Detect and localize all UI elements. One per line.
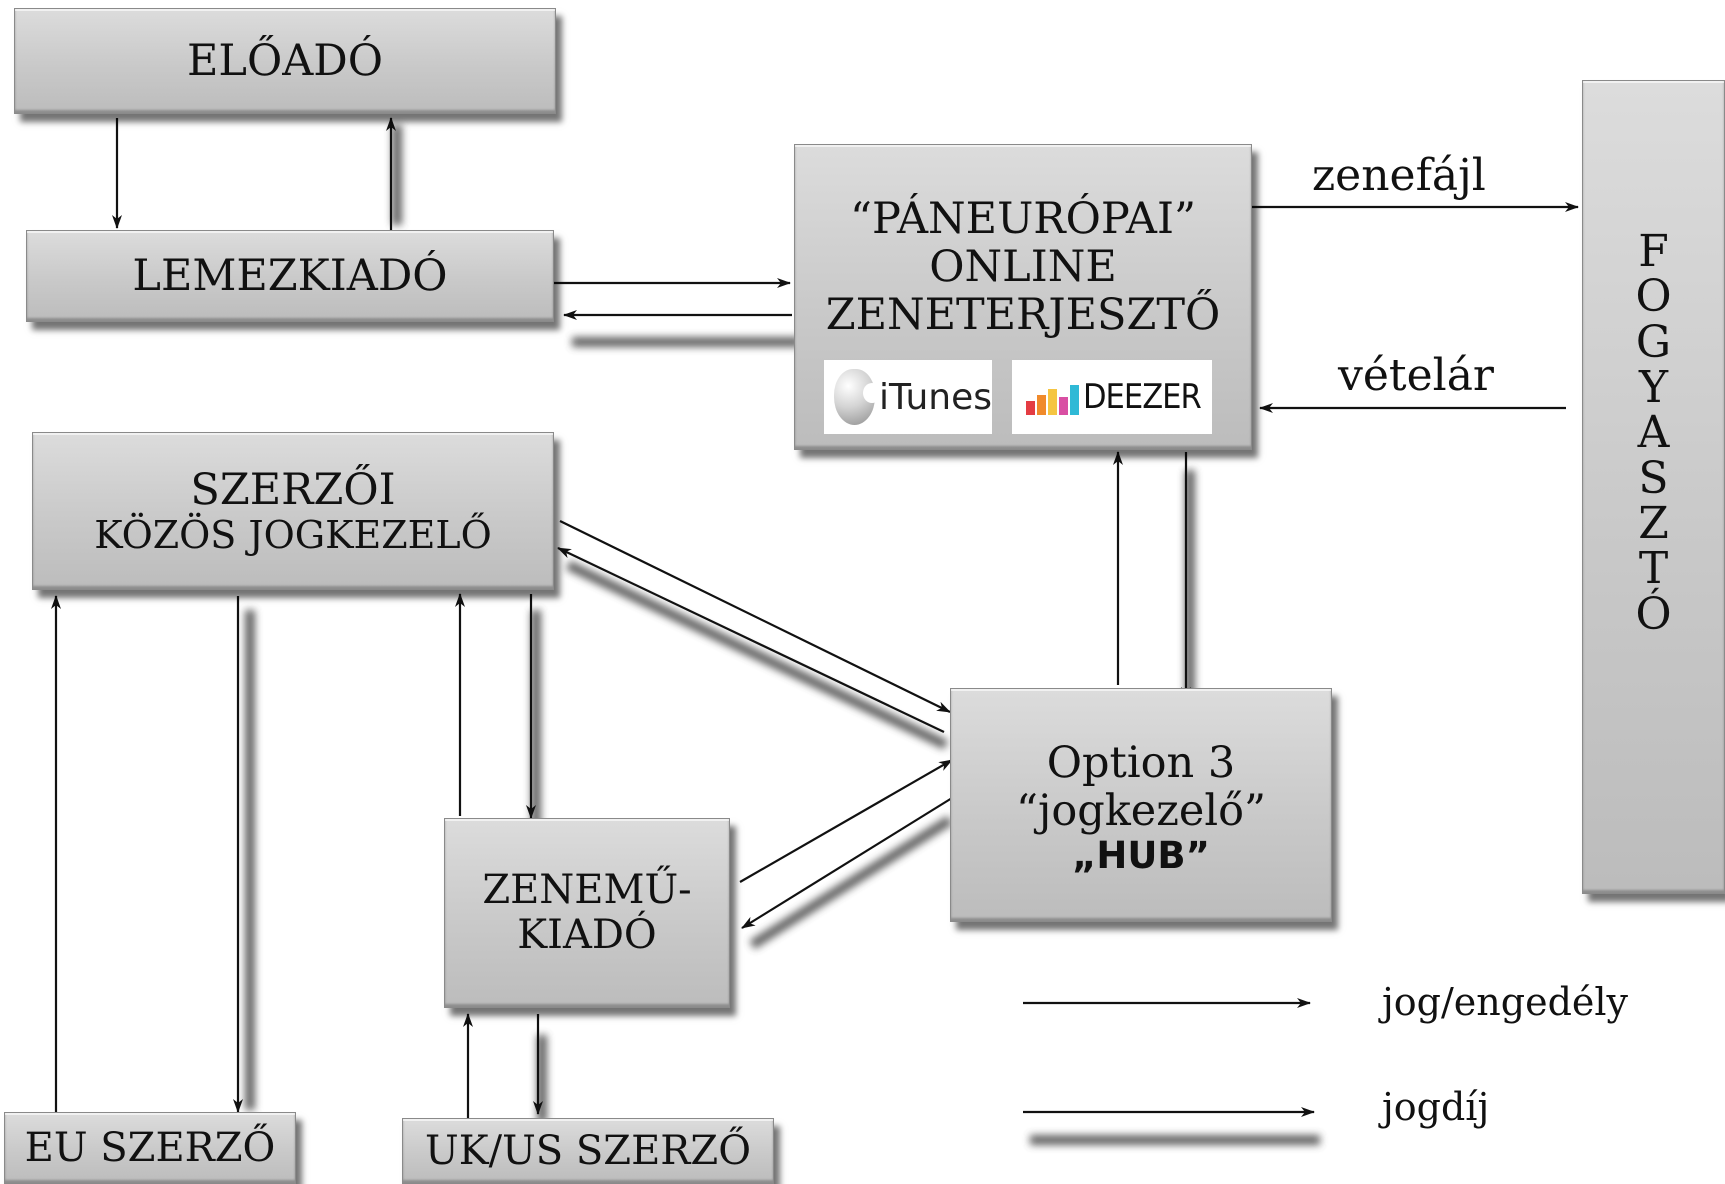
- fogyaszto-letter: G: [1635, 316, 1672, 368]
- itunes-logo: iTunes: [824, 360, 992, 434]
- kozos-jogkezelo-label: KÖZÖS JOGKEZELŐ: [94, 512, 492, 557]
- legend-jog-label: jog/engedély: [1382, 980, 1628, 1024]
- royalty-arrows: [233, 117, 1315, 1117]
- kiado-label: KIADÓ: [517, 912, 657, 958]
- fogyaszto-letter: S: [1638, 452, 1669, 504]
- szerzoi-label: SZERZŐI: [190, 464, 396, 515]
- ukus-szerzo-box: UK/US SZERZŐ: [402, 1118, 774, 1184]
- zenemukiado-box: ZENEMŰ- KIADÓ: [444, 818, 730, 1008]
- eloado-box: ELŐADÓ: [14, 8, 556, 114]
- hub-hub-label: „HUB”: [1072, 834, 1210, 878]
- eu-szerzo-label: EU SZERZŐ: [24, 1124, 276, 1171]
- hub-jogkezelo-label: “jogkezelő”: [1016, 786, 1266, 837]
- deezer-logo: DEEZER: [1012, 360, 1212, 434]
- lemezkiado-box: LEMEZKIADÓ: [26, 230, 554, 322]
- arrow-hub-to-zenemu: [741, 797, 953, 929]
- itunes-label: iTunes: [878, 376, 992, 418]
- online-label: ONLINE: [929, 242, 1117, 293]
- arrow-zenemu-to-hub: [739, 759, 953, 883]
- fogyaszto-letter: T: [1638, 543, 1669, 595]
- eu-szerzo-box: EU SZERZŐ: [4, 1112, 296, 1184]
- szerzoi-box: SZERZŐI KÖZÖS JOGKEZELŐ: [32, 432, 554, 590]
- fogyaszto-letter: F: [1638, 226, 1669, 277]
- arrow-hub-to-szerzoi: [557, 547, 945, 733]
- fogyaszto-letter: Ó: [1635, 588, 1672, 640]
- paneuropai-label: “PÁNEURÓPAI”: [850, 194, 1196, 244]
- equalizer-icon: [1026, 379, 1079, 415]
- fogyaszto-box: F O G Y A S Z T Ó: [1582, 80, 1725, 894]
- ukus-szerzo-label: UK/US SZERZŐ: [425, 1127, 751, 1174]
- zenefajl-label: zenefájl: [1312, 150, 1486, 201]
- fogyaszto-letter: Y: [1638, 361, 1669, 413]
- zeneterjeszto-label: ZENETERJESZTŐ: [825, 290, 1221, 341]
- lemezkiado-label: LEMEZKIADÓ: [132, 250, 448, 301]
- zenemu-label: ZENEMŰ-: [482, 867, 692, 914]
- eloado-label: ELŐADÓ: [187, 35, 383, 86]
- vetelar-label: vételár: [1338, 350, 1494, 401]
- apple-icon: [834, 369, 881, 425]
- hub-option-label: Option 3: [1046, 738, 1236, 789]
- fogyaszto-letter: A: [1637, 407, 1670, 459]
- arrow-szerzoi-to-hub: [559, 520, 951, 713]
- fogyaszto-letter: Z: [1638, 497, 1669, 549]
- fogyaszto-letter: O: [1635, 271, 1672, 323]
- deezer-label: DEEZER: [1083, 377, 1202, 417]
- permission-arrows: [51, 118, 1579, 1118]
- hub-box: Option 3 “jogkezelő” „HUB”: [950, 688, 1332, 922]
- fogyaszto-label: F O G Y A S Z T Ó: [1635, 229, 1671, 637]
- legend-jogdij-label: jogdíj: [1382, 1085, 1490, 1129]
- royalty-shadows: [245, 125, 1320, 1145]
